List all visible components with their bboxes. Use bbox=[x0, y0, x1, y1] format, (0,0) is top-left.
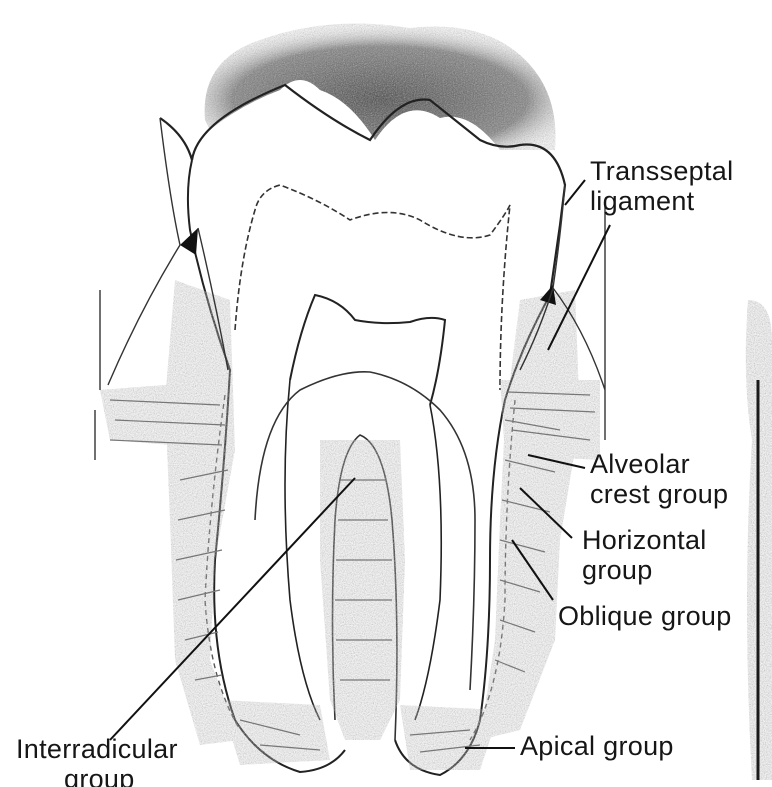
label-oblique-line1: Oblique group bbox=[558, 601, 732, 631]
periodontal-fibers bbox=[100, 280, 600, 770]
label-transseptal-line1: Transseptal bbox=[590, 156, 733, 186]
label-oblique-group: Oblique group bbox=[558, 601, 732, 631]
right-edge-shade bbox=[746, 300, 772, 780]
label-horizontal-group: Horizontal group bbox=[582, 525, 707, 585]
label-horizontal-line1: Horizontal bbox=[582, 525, 707, 555]
label-interradicular-group: Interradicular group bbox=[16, 734, 178, 787]
label-interradicular-line1: Interradicular bbox=[16, 734, 178, 764]
label-alveolar-line1: Alveolar bbox=[590, 449, 728, 479]
label-transseptal-ligament: Transseptal ligament bbox=[590, 156, 733, 216]
label-apical-group: Apical group bbox=[520, 731, 674, 761]
left-gingival-tip bbox=[180, 228, 198, 255]
dentin-outline bbox=[235, 185, 510, 390]
label-transseptal-line2: ligament bbox=[590, 186, 733, 216]
label-interradicular-line2: group bbox=[16, 764, 178, 787]
pulp-chamber bbox=[290, 295, 445, 405]
label-horizontal-line2: group bbox=[582, 555, 707, 585]
label-apical-line1: Apical group bbox=[520, 731, 674, 761]
label-alveolar-crest-group: Alveolar crest group bbox=[590, 449, 728, 509]
label-alveolar-line2: crest group bbox=[590, 479, 728, 509]
gingival-shade bbox=[205, 24, 556, 150]
